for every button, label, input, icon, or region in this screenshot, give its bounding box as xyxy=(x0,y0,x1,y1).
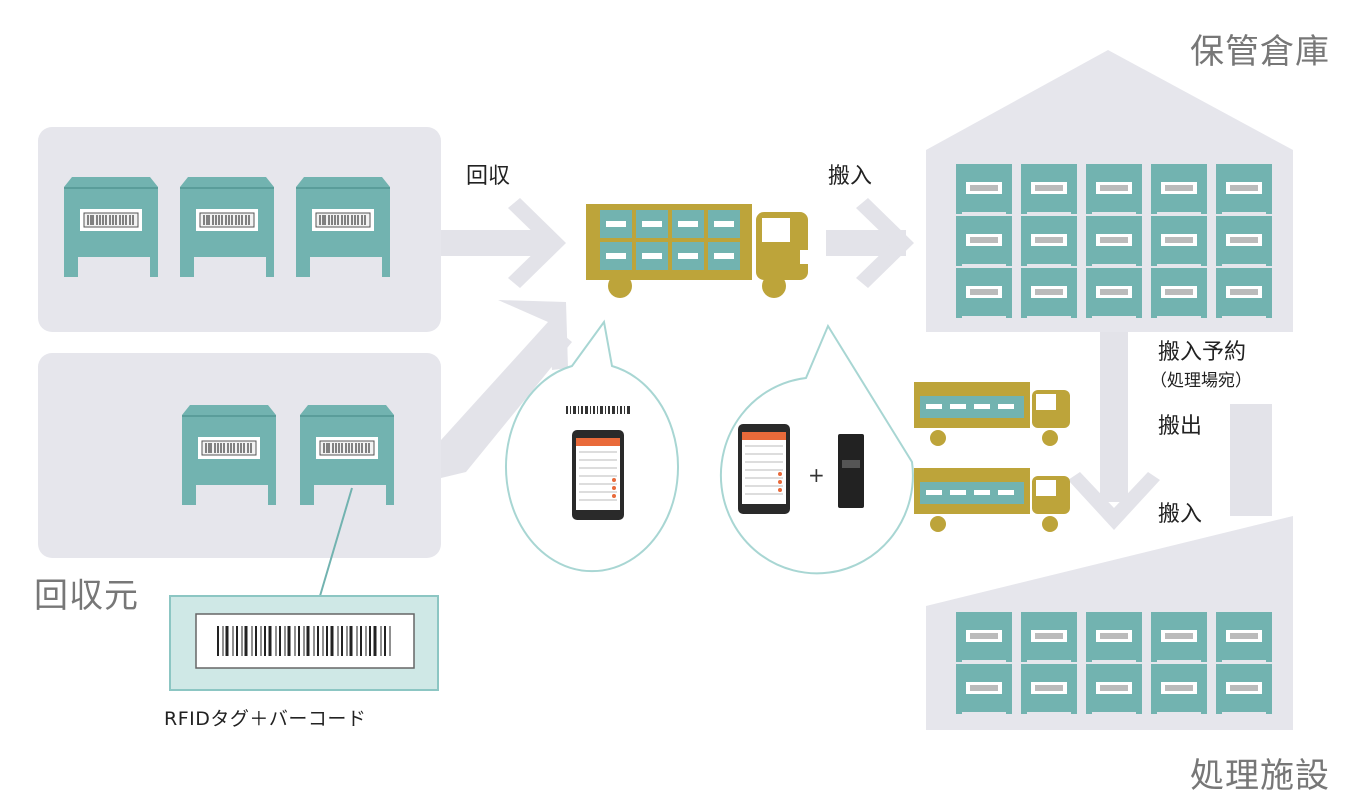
barcode-icon xyxy=(217,626,391,656)
container-icon xyxy=(1216,268,1272,318)
barcode-icon xyxy=(566,406,630,414)
container-icon xyxy=(1216,664,1272,714)
container-icon xyxy=(1086,164,1142,214)
collect-arrow xyxy=(441,198,572,478)
bubble-rfid-reader: + xyxy=(719,323,914,575)
truck-icon xyxy=(914,382,1070,446)
container-icon xyxy=(1151,612,1207,662)
container-icon xyxy=(956,664,1012,714)
smartphone-icon xyxy=(571,429,625,521)
container-icon xyxy=(956,164,1012,214)
svg-text:+: + xyxy=(808,463,825,487)
collection-source-label: 回収元 xyxy=(34,576,139,616)
processing-facility-label: 処理施設 xyxy=(1190,756,1330,796)
storage-warehouse-label: 保管倉庫 xyxy=(1190,32,1330,72)
container-icon xyxy=(1021,216,1077,266)
carry-out-arrow xyxy=(1068,332,1160,530)
warehouse-containers xyxy=(956,164,1272,318)
rfid-reader-icon xyxy=(838,434,864,508)
reservation-sub-label: （処理場宛） xyxy=(1150,371,1252,391)
bubble-barcode-scan xyxy=(505,319,679,573)
container-icon xyxy=(1021,664,1077,714)
rfid-tag-label: RFIDタグ＋バーコード xyxy=(164,708,367,730)
container-icon xyxy=(1021,164,1077,214)
container-icon xyxy=(1216,612,1272,662)
container-icon xyxy=(956,612,1012,662)
carry-out-label: 搬出 xyxy=(1158,414,1203,439)
container-icon xyxy=(1151,664,1207,714)
container-icon xyxy=(1216,164,1272,214)
container-icon xyxy=(1151,268,1207,318)
carry-in-label-bottom: 搬入 xyxy=(1158,502,1203,527)
rfid-tag-card xyxy=(169,595,439,691)
container-icon xyxy=(1086,664,1142,714)
container-icon xyxy=(956,268,1012,318)
truck-icon xyxy=(586,204,810,298)
container-icon xyxy=(1086,216,1142,266)
container-icon xyxy=(1086,612,1142,662)
container-icon xyxy=(1021,268,1077,318)
container-icon xyxy=(1021,612,1077,662)
smartphone-icon xyxy=(737,423,791,515)
reservation-arrow-shaft xyxy=(1230,404,1272,516)
collect-label: 回収 xyxy=(466,164,511,189)
container-icon xyxy=(1151,164,1207,214)
container-icon xyxy=(956,216,1012,266)
reservation-label: 搬入予約 xyxy=(1158,340,1247,365)
carry-in-arrow-top xyxy=(826,198,914,288)
truck-icon xyxy=(914,468,1070,532)
container-icon xyxy=(1086,268,1142,318)
container-icon xyxy=(1216,216,1272,266)
container-icon xyxy=(1151,216,1207,266)
carry-in-label-top: 搬入 xyxy=(828,164,873,189)
